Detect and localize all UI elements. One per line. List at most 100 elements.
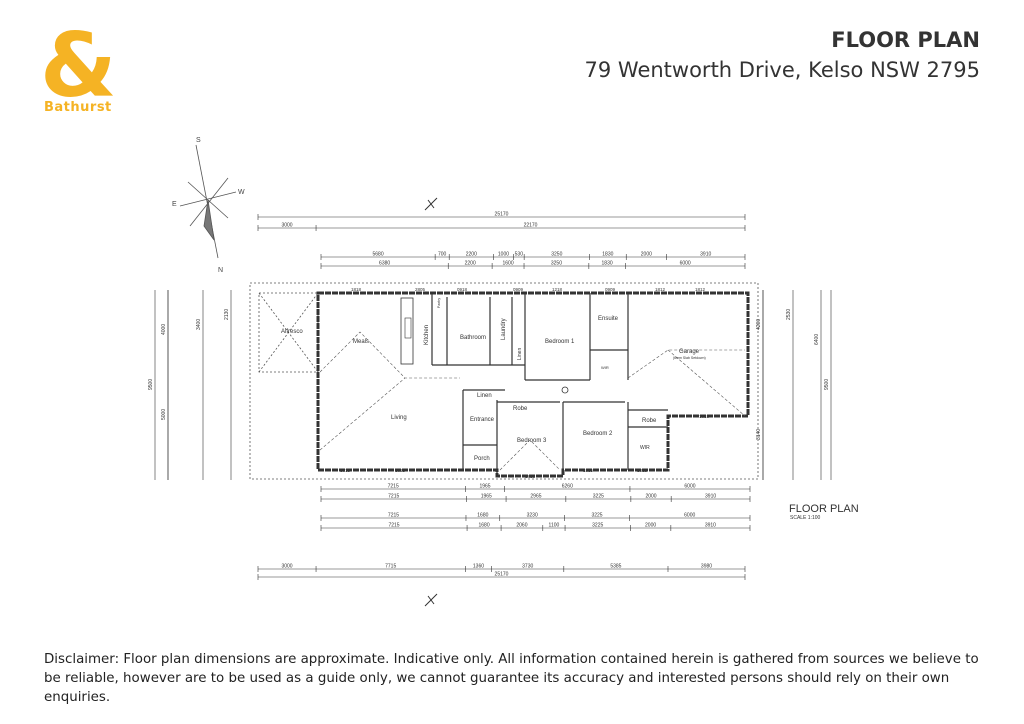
dimension-label: 3225 [592, 523, 603, 529]
window-label: 2805 [415, 287, 426, 292]
walls [316, 291, 750, 478]
room-porch: Porch [474, 456, 490, 462]
dimension-label: 1360 [473, 564, 484, 570]
compass-north: N [218, 267, 223, 274]
page-title: FLOOR PLAN [831, 28, 980, 52]
dimension-label: 1965 [481, 494, 492, 500]
dimension-label: 3730 [522, 564, 533, 570]
dimension-label: 3225 [593, 494, 604, 500]
floor-plan-label: FLOOR PLAN [789, 503, 859, 515]
bathurst-logo: & [40, 26, 116, 117]
dimension-label: 3910 [705, 523, 716, 529]
compass-icon: N S E W [172, 137, 245, 274]
compass-west: W [238, 189, 245, 196]
dimension-label: 1600 [503, 261, 514, 267]
dimension-label: 3250 [551, 252, 562, 258]
dimension-label: 3250 [551, 261, 562, 267]
dimension-label: 2965 [530, 494, 541, 500]
dimension-label: 7215 [388, 523, 399, 529]
dimension-label: 25170 [495, 212, 509, 218]
room-ensuite: Ensuite [598, 316, 619, 322]
floor-plan-scale: SCALE 1:100 [790, 515, 821, 521]
dimension-label: 6000 [684, 484, 695, 490]
room-ensuite-wir: WIR [601, 365, 609, 370]
room-garage: Garage [679, 349, 700, 355]
dimension-label: 700 [438, 252, 447, 258]
dimension-label: 2000 [645, 494, 656, 500]
dimension-label: 6260 [562, 484, 573, 490]
room-bedroom-3: Bedroom 3 [517, 438, 547, 444]
dimension-label: 1830 [602, 252, 613, 258]
window-label: 1218 [552, 287, 563, 292]
dimension-label: 7215 [388, 513, 399, 519]
alfresco-area [249, 282, 759, 480]
window-label: 1815 [395, 468, 406, 473]
dimension-label: 22170 [524, 223, 538, 229]
room-meals: Meals [353, 339, 369, 345]
window-label: 0918 [457, 287, 468, 292]
dimension-label: 1830 [602, 261, 613, 267]
room-robe-bed2: Robe [642, 418, 657, 424]
dimension-label: 6000 [684, 513, 695, 519]
dimension-label: 2000 [641, 252, 652, 258]
window-labels: 1818 2805 0918 0909 1218 0909 1812 1812 1815 1815… [340, 287, 710, 479]
compass-south: S [196, 137, 201, 144]
dimension-label: 4000 [161, 324, 167, 335]
room-bathroom: Bathroom [460, 335, 486, 341]
dimension-label: 1100 [549, 523, 560, 529]
window-label: 1818 [699, 414, 710, 419]
dimension-label: 3980 [701, 564, 712, 570]
dimension-label: 1680 [477, 513, 488, 519]
dimension-label: 5680 [373, 252, 384, 258]
dimension-label: 2200 [466, 252, 477, 258]
garage-note: (6mm Slab Setdown) [673, 356, 706, 360]
window-label: 0909 [513, 287, 524, 292]
dimension-label: 6400 [814, 334, 820, 345]
dimension-label: 3910 [700, 252, 711, 258]
dimension-label: 2130 [224, 309, 230, 320]
dimension-label: 6000 [680, 261, 691, 267]
room-laundry: Laundry [501, 318, 507, 340]
room-linen: Linen [517, 348, 523, 360]
room-linen-hall: Linen [477, 393, 492, 399]
room-robe-bed3: Robe [513, 406, 528, 412]
window-label: 1812 [637, 468, 648, 473]
room-pantry: Pantry [437, 298, 441, 308]
property-address: 79 Wentworth Drive, Kelso NSW 2795 [584, 58, 980, 82]
dimension-label: 3400 [196, 319, 202, 330]
window-label: 1815 [340, 468, 351, 473]
dimension-label: 5385 [610, 564, 621, 570]
room-living: Living [391, 415, 407, 421]
dimension-label: 6380 [379, 261, 390, 267]
dimension-label: 1965 [479, 484, 490, 490]
dimension-label: 2060 [516, 523, 527, 529]
room-labels: Alfresco Meals Kitchen Bathroom Laundry … [281, 298, 706, 462]
dimension-label: 1000 [498, 252, 509, 258]
dimension-label: 25170 [495, 572, 509, 578]
disclaimer-text: Disclaimer: Floor plan dimensions are ap… [44, 652, 979, 705]
compass-east: E [172, 201, 177, 208]
window-label: 1812 [695, 287, 706, 292]
dimension-label: 2200 [465, 261, 476, 267]
dimension-label: 3225 [591, 513, 602, 519]
window-label: 1818 [351, 287, 362, 292]
dimension-label: 1680 [479, 523, 490, 529]
brand-name: Bathurst [44, 100, 112, 115]
window-label: 1818 [525, 474, 536, 479]
dimension-label: 3140 [756, 429, 762, 440]
window-label: 1815 [583, 468, 594, 473]
dimension-label: 2530 [786, 309, 792, 320]
window-label: 0909 [605, 287, 616, 292]
room-bedroom-1: Bedroom 1 [545, 339, 575, 345]
dimension-label: 9500 [824, 379, 830, 390]
dimension-label: 7715 [385, 564, 396, 570]
dimension-label: 9500 [148, 379, 154, 390]
dimension-label: 4200 [756, 319, 762, 330]
dimension-label: 3000 [281, 564, 292, 570]
dimension-label: 2000 [645, 523, 656, 529]
window-label: 1812 [655, 287, 666, 292]
dimension-label: 3910 [705, 494, 716, 500]
